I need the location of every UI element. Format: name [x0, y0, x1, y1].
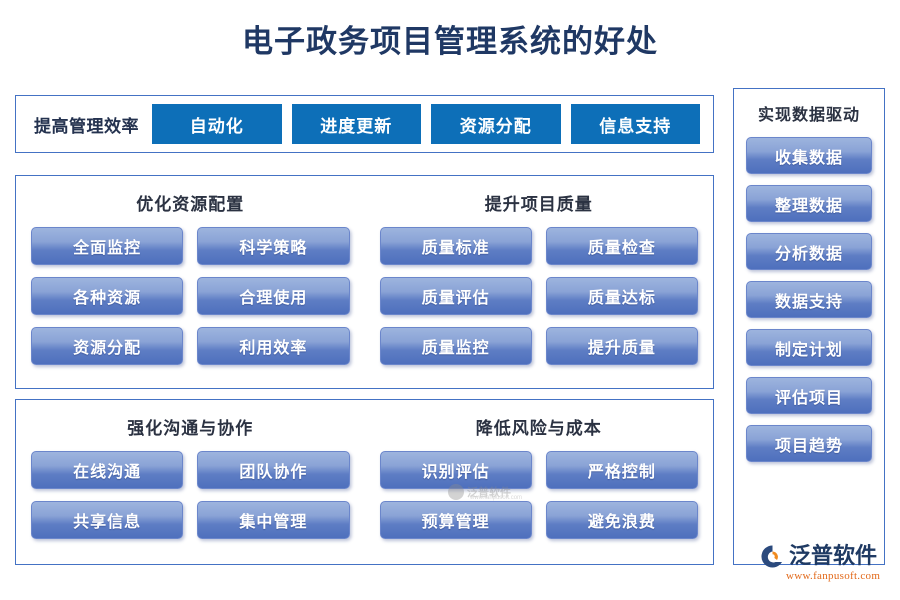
resource-chip-0[interactable]: 全面监控 [31, 227, 184, 265]
efficiency-panel: 提高管理效率 自动化 进度更新 资源分配 信息支持 [15, 95, 714, 153]
risk-chip-2[interactable]: 预算管理 [379, 501, 532, 539]
risk-chip-1[interactable]: 严格控制 [545, 451, 698, 489]
sidebar-chip-1[interactable]: 整理数据 [746, 185, 872, 222]
quality-chip-5[interactable]: 提升质量 [545, 327, 698, 365]
communication-chip-0[interactable]: 在线沟通 [31, 451, 184, 489]
risk-section-title: 降低风险与成本 [475, 419, 602, 438]
communication-section: 强化沟通与协作 在线沟通 团队协作 共享信息 集中管理 [16, 400, 365, 564]
sidebar-chip-6[interactable]: 项目趋势 [746, 425, 872, 462]
communication-chip-3[interactable]: 集中管理 [197, 501, 350, 539]
top-button-3[interactable]: 信息支持 [570, 104, 700, 144]
efficiency-panel-label: 提高管理效率 [34, 116, 139, 136]
quality-chip-3[interactable]: 质量达标 [545, 277, 698, 315]
bottom-panel: 强化沟通与协作 在线沟通 团队协作 共享信息 集中管理 降低风险与成本 识别评估… [15, 399, 714, 565]
quality-chip-1[interactable]: 质量检查 [545, 227, 698, 265]
sidebar-chip-5[interactable]: 评估项目 [746, 377, 872, 414]
sidebar-chip-3[interactable]: 数据支持 [746, 281, 872, 318]
quality-chip-0[interactable]: 质量标准 [379, 227, 532, 265]
brand-logo-url: www.fanpusoft.com [786, 570, 881, 582]
top-button-1[interactable]: 进度更新 [291, 104, 421, 144]
quality-chip-grid: 质量标准 质量检查 质量评估 质量达标 质量监控 提升质量 [365, 215, 714, 365]
page-title: 电子政务项目管理系统的好处 [242, 24, 658, 59]
resource-chip-1[interactable]: 科学策略 [197, 227, 350, 265]
sidebar-chip-2[interactable]: 分析数据 [746, 233, 872, 270]
resource-chip-2[interactable]: 各种资源 [31, 277, 184, 315]
resource-chip-grid: 全面监控 科学策略 各种资源 合理使用 资源分配 利用效率 [16, 215, 365, 365]
risk-chip-3[interactable]: 避免浪费 [545, 501, 698, 539]
communication-section-title: 强化沟通与协作 [127, 419, 254, 438]
resource-chip-3[interactable]: 合理使用 [197, 277, 350, 315]
communication-chip-grid: 在线沟通 团队协作 共享信息 集中管理 [16, 439, 365, 539]
top-button-0[interactable]: 自动化 [152, 104, 282, 144]
resource-section-title: 优化资源配置 [136, 195, 245, 214]
risk-chip-grid: 识别评估 严格控制 预算管理 避免浪费 [365, 439, 714, 539]
data-driven-panel: 实现数据驱动 收集数据 整理数据 分析数据 数据支持 制定计划 评估项目 项目趋… [733, 88, 885, 565]
communication-chip-1[interactable]: 团队协作 [197, 451, 350, 489]
risk-chip-0[interactable]: 识别评估 [379, 451, 532, 489]
resource-section: 优化资源配置 全面监控 科学策略 各种资源 合理使用 资源分配 利用效率 [16, 176, 365, 388]
quality-chip-2[interactable]: 质量评估 [379, 277, 532, 315]
sidebar-chip-4[interactable]: 制定计划 [746, 329, 872, 366]
top-button-2[interactable]: 资源分配 [431, 104, 561, 144]
sidebar-chip-0[interactable]: 收集数据 [746, 137, 872, 174]
resource-chip-4[interactable]: 资源分配 [31, 327, 184, 365]
quality-chip-4[interactable]: 质量监控 [379, 327, 532, 365]
risk-section: 降低风险与成本 识别评估 严格控制 预算管理 避免浪费 [365, 400, 714, 564]
communication-chip-2[interactable]: 共享信息 [31, 501, 184, 539]
quality-section: 提升项目质量 质量标准 质量检查 质量评估 质量达标 质量监控 提升质量 [365, 176, 714, 388]
data-driven-title: 实现数据驱动 [757, 107, 860, 124]
mid-panel: 优化资源配置 全面监控 科学策略 各种资源 合理使用 资源分配 利用效率 提升项… [15, 175, 714, 389]
resource-chip-5[interactable]: 利用效率 [197, 327, 350, 365]
data-driven-list: 收集数据 整理数据 分析数据 数据支持 制定计划 评估项目 项目趋势 [746, 137, 872, 462]
quality-section-title: 提升项目质量 [484, 195, 593, 214]
